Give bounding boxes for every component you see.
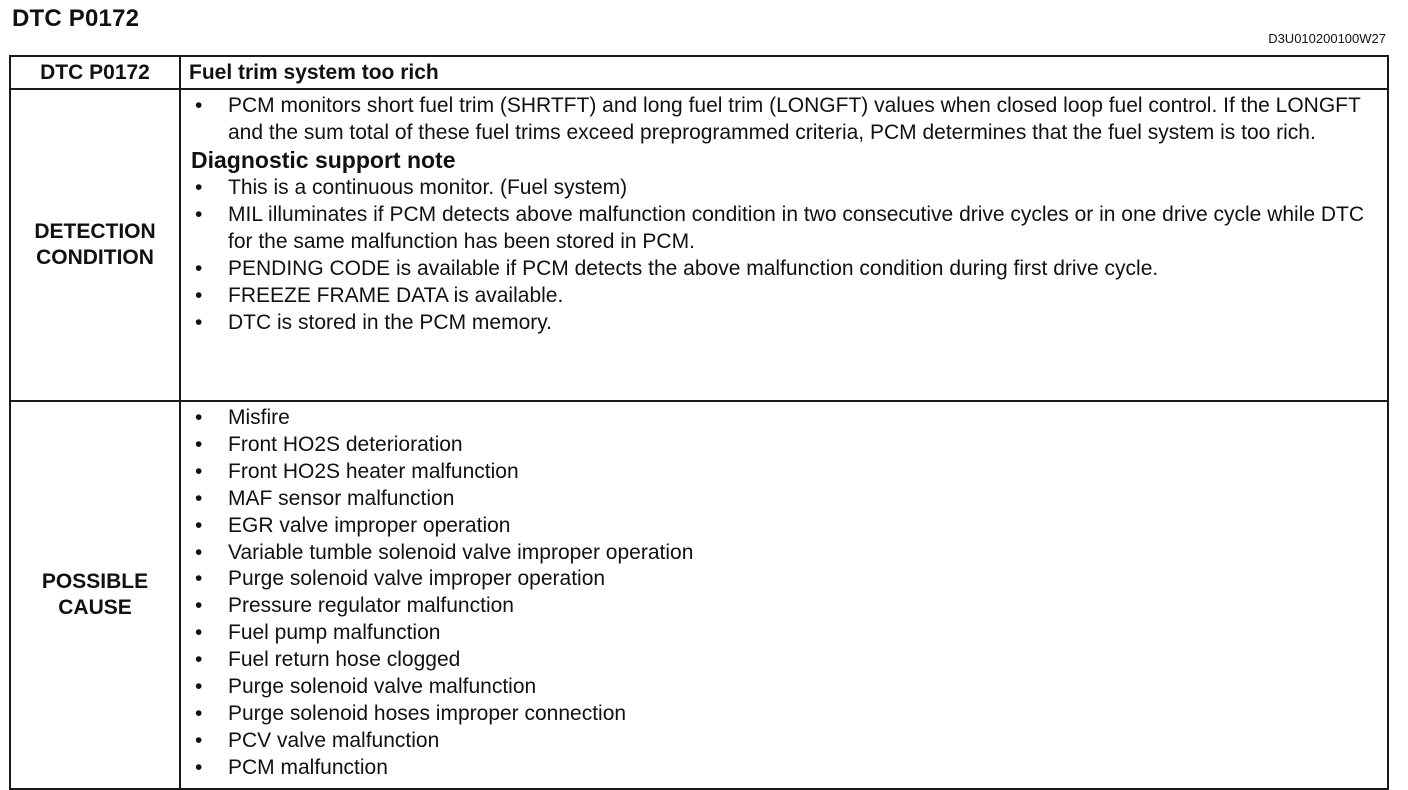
detection-label-line2: CONDITION	[36, 246, 154, 269]
possible-cause-label: POSSIBLE CAUSE	[9, 400, 181, 790]
list-item: Pressure regulator malfunction	[195, 593, 1379, 620]
list-item: DTC is stored in the PCM memory.	[195, 309, 1379, 336]
list-item: Purge solenoid valve malfunction	[195, 674, 1379, 701]
detection-condition-content: PCM monitors short fuel trim (SHRTFT) an…	[179, 88, 1389, 402]
list-item: Front HO2S deterioration	[195, 432, 1379, 459]
dtc-table: DTC P0172 Fuel trim system too rich DETE…	[9, 55, 1389, 790]
dtc-description-cell: Fuel trim system too rich	[179, 55, 1389, 90]
page-title: DTC P0172	[12, 5, 140, 32]
table-header-row: DTC P0172 Fuel trim system too rich	[9, 55, 1389, 90]
list-item: MIL illuminates if PCM detects above mal…	[195, 201, 1379, 255]
list-item: FREEZE FRAME DATA is available.	[195, 282, 1379, 309]
list-item: Fuel pump malfunction	[195, 620, 1379, 647]
list-item: PCV valve malfunction	[195, 728, 1379, 755]
list-item: Variable tumble solenoid valve improper …	[195, 540, 1379, 567]
possible-cause-content: Misfire Front HO2S deterioration Front H…	[179, 400, 1389, 790]
dtc-code-cell: DTC P0172	[9, 55, 181, 90]
list-item: Purge solenoid hoses improper connection	[195, 701, 1379, 728]
list-item: This is a continuous monitor. (Fuel syst…	[195, 174, 1379, 201]
detection-label-line1: DETECTION	[34, 220, 156, 243]
possible-cause-row: POSSIBLE CAUSE Misfire Front HO2S deteri…	[9, 400, 1389, 790]
list-item: Front HO2S heater malfunction	[195, 459, 1379, 486]
diagnostic-support-heading: Diagnostic support note	[191, 147, 456, 173]
cause-label-line2: CAUSE	[58, 595, 132, 619]
list-item: Purge solenoid valve improper operation	[195, 566, 1379, 593]
list-item: PCM monitors short fuel trim (SHRTFT) an…	[195, 92, 1379, 146]
cause-label-line1: POSSIBLE	[41, 569, 149, 593]
list-item: MAF sensor malfunction	[195, 486, 1379, 513]
detection-list: PCM monitors short fuel trim (SHRTFT) an…	[195, 92, 1379, 146]
list-item: Misfire	[195, 405, 1379, 432]
detection-condition-row: DETECTION CONDITION PCM monitors short f…	[9, 88, 1389, 402]
list-item: EGR valve improper operation	[195, 513, 1379, 540]
cause-list: Misfire Front HO2S deterioration Front H…	[195, 405, 1379, 782]
list-item: PCM malfunction	[195, 755, 1379, 782]
detection-condition-label: DETECTION CONDITION	[9, 88, 181, 402]
list-item: Fuel return hose clogged	[195, 647, 1379, 674]
document-code: D3U010200100W27	[1268, 31, 1386, 46]
list-item: PENDING CODE is available if PCM detects…	[195, 255, 1379, 282]
support-note-list: This is a continuous monitor. (Fuel syst…	[195, 174, 1379, 336]
